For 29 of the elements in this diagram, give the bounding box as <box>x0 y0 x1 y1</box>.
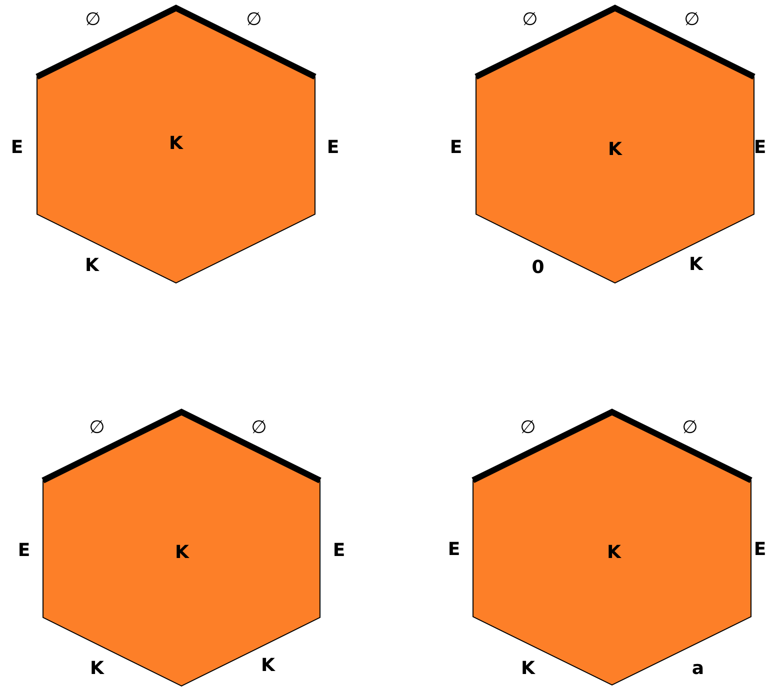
side-label: E <box>754 139 766 157</box>
hexagon <box>469 408 755 687</box>
side-label: ∅ <box>684 11 700 29</box>
side-label: ∅ <box>246 11 262 29</box>
side-label: E <box>448 541 460 559</box>
center-label: K <box>169 135 183 153</box>
side-label: E <box>326 139 340 157</box>
side-label: a <box>692 660 704 678</box>
side-label: K <box>689 256 703 274</box>
hexagon <box>39 408 324 687</box>
center-label: K <box>175 544 189 562</box>
side-label: ∅ <box>520 419 536 437</box>
side-label: 0 <box>532 259 544 277</box>
side-label: ∅ <box>251 419 267 437</box>
center-label: K <box>607 544 621 562</box>
side-label: K <box>261 657 275 675</box>
side-label: ∅ <box>85 11 101 29</box>
side-label: ∅ <box>522 11 538 29</box>
side-label: K <box>521 660 535 678</box>
side-label: ∅ <box>682 419 698 437</box>
side-label: ∅ <box>89 419 105 437</box>
center-label: K <box>608 141 622 159</box>
side-label: E <box>332 542 346 560</box>
side-label: E <box>754 541 766 559</box>
side-label: K <box>85 257 99 275</box>
side-label: E <box>10 139 24 157</box>
side-label: E <box>18 542 30 560</box>
side-label: K <box>90 660 104 678</box>
side-label: E <box>450 139 462 157</box>
